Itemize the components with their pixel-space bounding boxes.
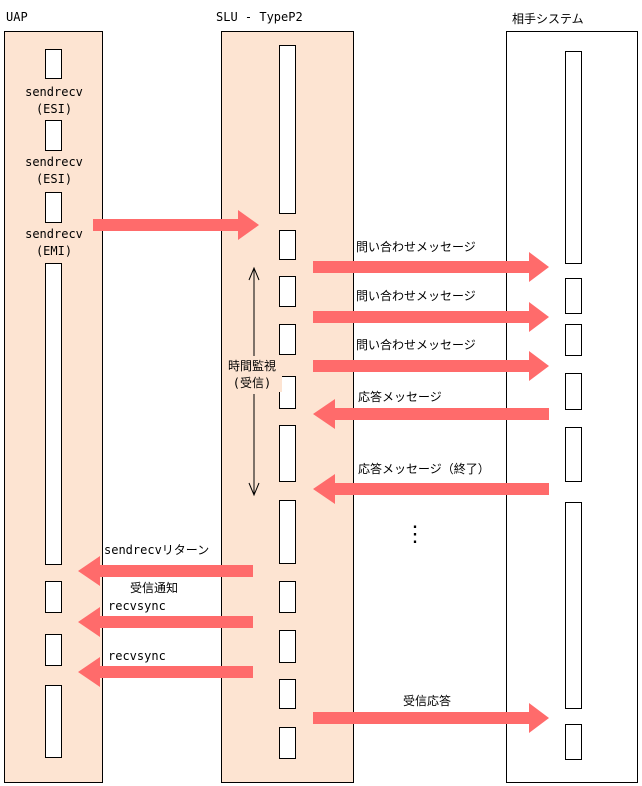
uap-call-label: sendrecv (EMI) (25, 227, 83, 258)
recvsync-label-2: recvsync (108, 649, 166, 663)
timer-label: 時間監視 (受信) (222, 358, 282, 392)
arrow-response-end (313, 474, 549, 504)
remote-activation (565, 724, 582, 760)
response-end-label: 応答メッセージ（終了） (358, 462, 490, 476)
remote-activation (565, 502, 582, 709)
slu-activation (279, 376, 296, 409)
slu-header: SLU - TypeP2 (216, 10, 303, 24)
slu-activation (279, 630, 296, 663)
slu-activation (279, 230, 296, 260)
arrow-receive-response (313, 703, 549, 733)
slu-activation (279, 276, 296, 307)
arrow-inquiry-1 (313, 252, 549, 282)
inquiry-label-3: 問い合わせメッセージ (356, 338, 476, 352)
uap-call-label: sendrecv (ESI) (25, 85, 83, 116)
arrow-inquiry-3 (313, 351, 549, 381)
slu-activation (279, 679, 296, 709)
arrow-recvsync-1 (78, 607, 253, 637)
arrow-sendrecv-return (78, 556, 253, 586)
slu-activation (279, 727, 296, 759)
uap-call-label: sendrecv (ESI) (25, 155, 83, 186)
uap-activation (45, 581, 62, 613)
remote-activation (565, 51, 582, 264)
uap-activation (45, 120, 62, 151)
remote-activation (565, 427, 582, 482)
response-label-1: 応答メッセージ (358, 390, 442, 404)
uap-header: UAP (6, 10, 28, 24)
arrow-recvsync-2 (78, 657, 253, 687)
sendrecv-return-label: sendrecvリターン (104, 543, 210, 557)
arrow-sendrecv-to-slu (93, 210, 259, 240)
slu-activation (279, 425, 296, 482)
slu-activation (279, 45, 296, 214)
uap-activation (45, 49, 62, 79)
remote-activation (565, 373, 582, 410)
uap-activation (45, 685, 62, 758)
receive-notify-label: 受信通知 (130, 581, 179, 595)
timer-arrow (248, 266, 260, 497)
uap-activation (45, 192, 62, 223)
uap-activation (45, 263, 62, 565)
uap-activation (45, 634, 62, 666)
slu-activation (279, 500, 296, 564)
inquiry-label-1: 問い合わせメッセージ (356, 240, 476, 254)
recvsync-label-1: recvsync (108, 599, 166, 613)
receive-response-label: 受信応答 (403, 694, 452, 708)
arrow-inquiry-2 (313, 302, 549, 332)
arrows (78, 210, 549, 733)
remote-activation (565, 278, 582, 314)
remote-header: 相手システム (512, 12, 584, 26)
arrow-response-1 (313, 399, 549, 429)
slu-activation (279, 324, 296, 355)
remote-activation (565, 324, 582, 356)
continuation-ellipsis: ⋮ (404, 522, 426, 547)
inquiry-label-2: 問い合わせメッセージ (356, 289, 476, 303)
slu-activation (279, 581, 296, 613)
